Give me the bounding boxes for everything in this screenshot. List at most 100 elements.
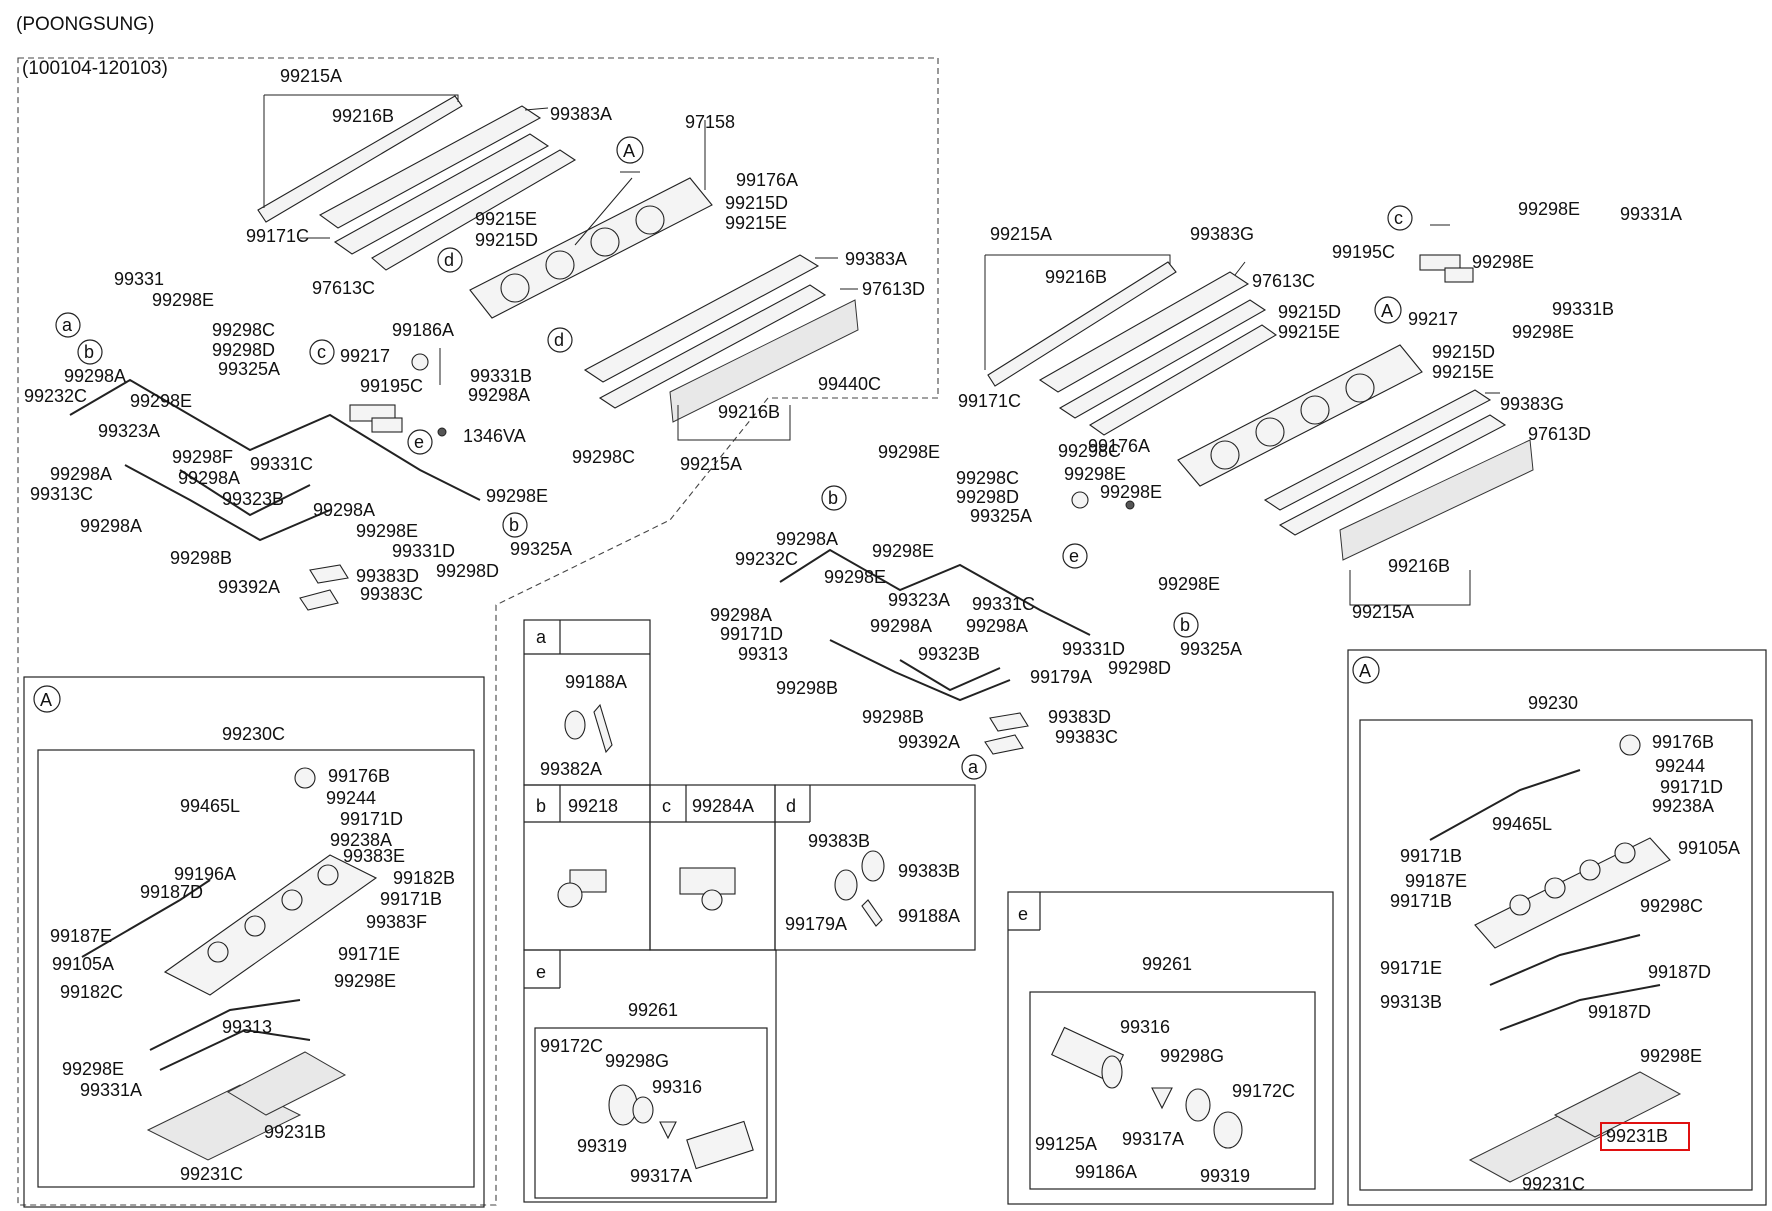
label-99216b-2: 99216B	[718, 402, 780, 422]
part-label: 99218	[568, 796, 618, 816]
panel-a-left: A	[23, 676, 485, 1208]
label-99215e-2: 99215E	[475, 209, 537, 229]
label-99325a-2: 99325A	[510, 539, 572, 559]
label-99392a: 99392A	[218, 577, 280, 597]
svg-text:c: c	[317, 342, 326, 362]
part-label: 99331A	[80, 1080, 142, 1100]
part-label: 99313	[222, 1017, 272, 1037]
part-label: 99319	[1200, 1166, 1250, 1186]
panel-d-small: d 99383B 99383B 99179A 99188A	[774, 784, 976, 951]
label-99323b: 99323B	[222, 489, 284, 509]
part-label: 99383G	[1500, 394, 1564, 414]
part-label: 99465L	[180, 796, 240, 816]
label-99331d: 99331D	[392, 541, 455, 561]
part-label: 99383B	[898, 861, 960, 881]
label-99215a-2: 99215A	[680, 454, 742, 474]
strip-99216b	[257, 95, 463, 223]
part-label: 99176A	[1088, 436, 1150, 456]
part-label: 99382A	[540, 759, 602, 779]
part-label: 99331A	[1620, 204, 1682, 224]
pipe-harness-right	[779, 548, 1091, 702]
label-99440c: 99440C	[818, 374, 881, 394]
label-99383a: 99383A	[550, 104, 612, 124]
part-label: 99298E	[1512, 322, 1574, 342]
valve-parts-right	[1071, 254, 1474, 510]
leaders-right	[984, 224, 1500, 606]
label-99383d: 99383D	[356, 566, 419, 586]
part-label: 99187D	[140, 882, 203, 902]
part-label: 99215A	[1352, 602, 1414, 622]
part-label: 99383B	[808, 831, 870, 851]
svg-text:d: d	[444, 250, 454, 270]
label-99325a: 99325A	[218, 359, 280, 379]
grille-99216b-r	[1339, 439, 1534, 561]
part-label: 99298A	[966, 616, 1028, 636]
part-label: 99298C	[956, 468, 1019, 488]
part-label: 99187E	[1405, 871, 1467, 891]
part-label: 99179A	[1030, 667, 1092, 687]
label-99313c: 99313C	[30, 484, 93, 504]
part-label: 99171C	[958, 391, 1021, 411]
label-99298a-2: 99298A	[64, 366, 126, 386]
label-97158: 97158	[685, 112, 735, 132]
part-label: 99298E	[1472, 252, 1534, 272]
long-panels-99383a	[583, 254, 827, 409]
svg-text:A: A	[623, 141, 635, 161]
label-99195c: 99195C	[360, 376, 423, 396]
part-label: 99171D	[1660, 777, 1723, 797]
part-label: e	[536, 962, 546, 982]
part-label: 99187D	[1588, 1002, 1651, 1022]
part-label: 99465L	[1492, 814, 1552, 834]
brackets-99383c-d-r	[984, 712, 1029, 755]
svg-text:e: e	[414, 432, 424, 452]
part-label: 99231C	[180, 1164, 243, 1184]
part-label: 99171E	[338, 944, 400, 964]
part-label: 99195C	[1332, 242, 1395, 262]
part-label: 99316	[652, 1077, 702, 1097]
label-99298d-2: 99298D	[436, 561, 499, 581]
label-99215a: 99215A	[280, 66, 342, 86]
part-label: 99188A	[565, 672, 627, 692]
label-99298e-3: 99298E	[486, 486, 548, 506]
left-upper-assembly	[69, 95, 859, 611]
part-label: 99125A	[1035, 1134, 1097, 1154]
panel-b-small: b 99218	[523, 784, 651, 951]
part-label: 99244	[1655, 756, 1705, 776]
panel-a-right: A	[1347, 649, 1767, 1206]
part-label: 99331C	[972, 594, 1035, 614]
panel-a-right-tag: A	[1359, 661, 1371, 681]
part-label: 99230C	[222, 724, 285, 744]
part-label: 99313B	[1380, 992, 1442, 1012]
part-label: 99331D	[1062, 639, 1125, 659]
label-99383a-2: 99383A	[845, 249, 907, 269]
manufacturer-header: (POONGSUNG)	[16, 14, 155, 35]
part-label: 99298C	[1058, 441, 1121, 461]
part-label: 99298E	[878, 442, 940, 462]
label-99176a: 99176A	[736, 170, 798, 190]
part-label: 99171B	[380, 889, 442, 909]
part-label: 99392A	[898, 732, 960, 752]
fan-plate-right	[1474, 837, 1671, 949]
part-label: 99215A	[990, 224, 1052, 244]
part-label: 99298E	[1100, 482, 1162, 502]
part-label: 99176B	[1652, 732, 1714, 752]
part-label: 99298A	[776, 529, 838, 549]
svg-text:e: e	[1069, 546, 1079, 566]
label-99232c: 99232C	[24, 386, 87, 406]
part-label: 99176B	[328, 766, 390, 786]
panel-stack-99383a	[318, 105, 577, 271]
part-label: 99298E	[334, 971, 396, 991]
part-label: 99179A	[785, 914, 847, 934]
label-99298a-4: 99298A	[178, 468, 240, 488]
svg-text:b: b	[828, 488, 838, 508]
part-label: 99105A	[1678, 838, 1740, 858]
core-99231c-right	[1468, 1109, 1612, 1183]
part-label: 99238A	[1652, 796, 1714, 816]
valve-parts-left	[349, 353, 447, 437]
part-label: 99383G	[1190, 224, 1254, 244]
part-label: 99298E	[1518, 199, 1580, 219]
part-label: b	[536, 796, 546, 816]
label-99298c: 99298C	[212, 320, 275, 340]
part-label: e	[1018, 904, 1028, 924]
